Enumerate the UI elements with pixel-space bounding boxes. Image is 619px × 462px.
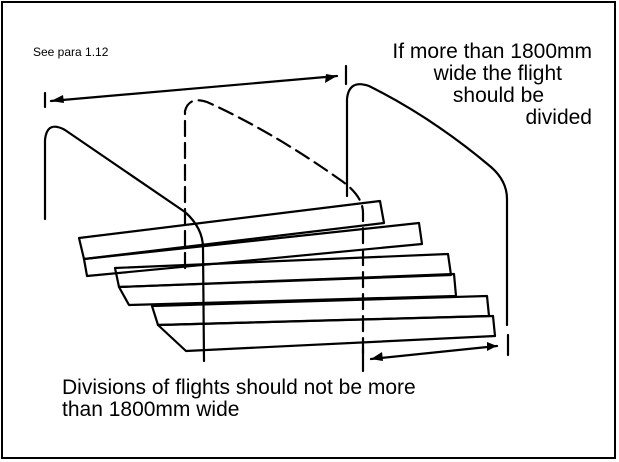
division-width-arrow-left bbox=[371, 352, 383, 361]
division-width-arrow-right bbox=[487, 342, 497, 351]
division-width-note: Divisions of flights should not be more … bbox=[62, 377, 416, 421]
flight-width-note-line: should be bbox=[452, 84, 544, 107]
stair-step-6 bbox=[156, 314, 497, 353]
flight-width-note-line: If more than 1800mm bbox=[392, 40, 592, 63]
stair-step-1 bbox=[77, 199, 386, 261]
overall-width-arrow-left bbox=[51, 95, 64, 103]
overall-width-arrow-right bbox=[325, 74, 337, 83]
division-width-note-line: Divisions of flights should not be more bbox=[62, 376, 416, 399]
division-width-note-line: than 1800mm wide bbox=[62, 398, 240, 421]
stair-step-3 bbox=[113, 252, 453, 289]
left-handrail bbox=[43, 125, 206, 363]
overall-width-dimension bbox=[49, 74, 339, 103]
flight-width-note: If more than 1800mm wide the flight shou… bbox=[392, 41, 592, 129]
reference-label: See para 1.12 bbox=[33, 45, 109, 59]
central-handrail-dashed bbox=[183, 99, 365, 360]
stair-step-4 bbox=[117, 272, 458, 307]
division-width-dimension bbox=[369, 344, 499, 361]
stair-diagram bbox=[43, 64, 510, 373]
stair-steps bbox=[77, 199, 497, 353]
right-handrail bbox=[345, 83, 509, 327]
flight-width-note-line: wide the flight bbox=[433, 62, 562, 85]
stair-step-2 bbox=[82, 221, 424, 278]
flight-width-note-line: divided bbox=[525, 106, 592, 129]
